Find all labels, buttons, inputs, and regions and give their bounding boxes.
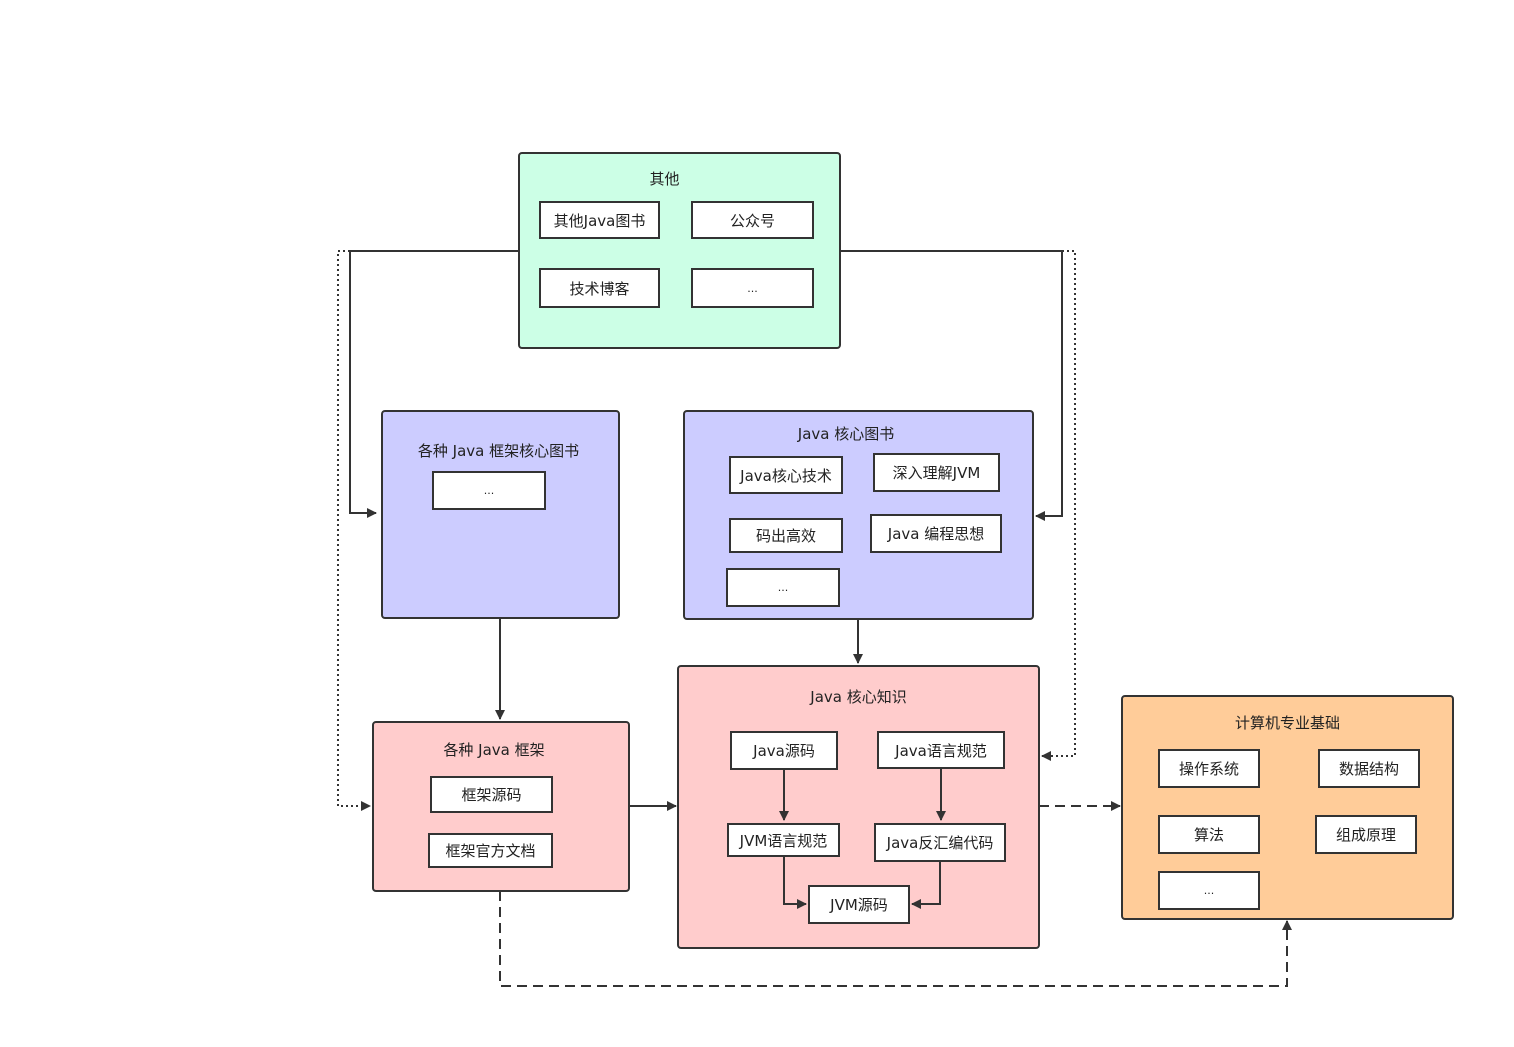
arrow-other-to-framework-books xyxy=(349,250,519,518)
group-title: 各种 Java 框架核心图书 xyxy=(417,442,580,460)
group-title: Java 核心知识 xyxy=(810,688,907,706)
node-code-efficient[interactable]: 码出高效 xyxy=(729,518,843,553)
arrow-disassembly-to-jvm-source xyxy=(911,862,941,909)
arrow-frameworks-to-cs-dashed xyxy=(499,891,1292,987)
node-wechat-accounts[interactable]: 公众号 xyxy=(691,201,814,239)
node-other-more[interactable]: ... xyxy=(691,268,814,308)
group-title: 其他 xyxy=(649,170,680,188)
node-jvm-language-spec[interactable]: JVM语言规范 xyxy=(727,823,840,857)
node-jvm-source[interactable]: JVM源码 xyxy=(808,885,910,924)
group-framework-books: 各种 Java 框架核心图书 xyxy=(381,410,620,619)
group-title: Java 核心图书 xyxy=(797,425,895,443)
group-title: 计算机专业基础 xyxy=(1234,714,1340,732)
node-computer-organization[interactable]: 组成原理 xyxy=(1315,815,1417,854)
node-tech-blogs[interactable]: 技术博客 xyxy=(539,268,660,308)
node-understanding-jvm[interactable]: 深入理解JVM xyxy=(873,453,1000,492)
node-other-java-books[interactable]: 其他Java图书 xyxy=(539,201,660,239)
group-other: 其他 xyxy=(518,152,841,349)
node-java-source[interactable]: Java源码 xyxy=(730,731,838,770)
group-title: 各种 Java 框架 xyxy=(443,741,545,759)
node-thinking-in-java[interactable]: Java 编程思想 xyxy=(870,514,1002,553)
arrow-other-to-java-core-knowledge-dotted xyxy=(1041,250,1076,761)
node-framework-source[interactable]: 框架源码 xyxy=(430,776,553,813)
node-data-structures[interactable]: 数据结构 xyxy=(1318,749,1420,788)
node-framework-docs[interactable]: 框架官方文档 xyxy=(428,833,553,868)
node-core-java[interactable]: Java核心技术 xyxy=(729,456,843,494)
arrow-jvm-spec-to-jvm-source xyxy=(783,857,807,909)
node-java-language-spec[interactable]: Java语言规范 xyxy=(877,731,1005,769)
node-cs-more[interactable]: ... xyxy=(1158,871,1260,910)
node-operating-systems[interactable]: 操作系统 xyxy=(1158,749,1260,788)
node-algorithms[interactable]: 算法 xyxy=(1158,815,1260,854)
node-framework-books-more[interactable]: ... xyxy=(432,471,546,510)
arrow-other-to-frameworks-dotted xyxy=(337,250,371,811)
node-java-disassembly[interactable]: Java反汇编代码 xyxy=(874,823,1006,862)
node-java-core-books-more[interactable]: ... xyxy=(726,568,840,607)
arrow-other-to-java-core-books xyxy=(840,250,1063,521)
